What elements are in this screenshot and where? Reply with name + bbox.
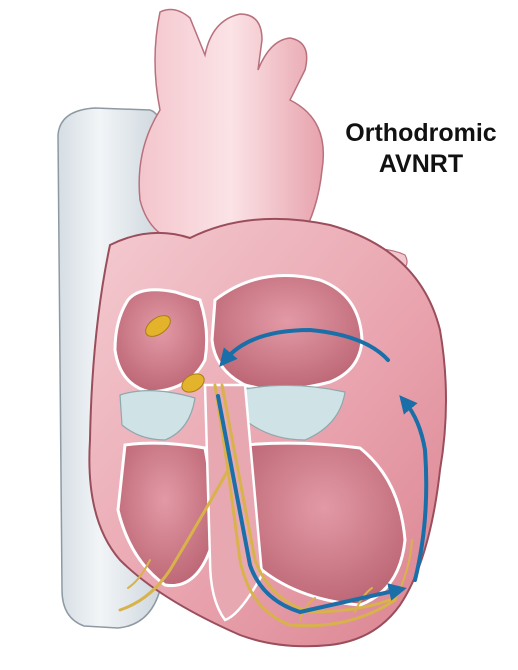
label-line-2: AVNRT xyxy=(336,149,506,180)
label-line-1: Orthodromic xyxy=(336,118,506,149)
diagram-label: Orthodromic AVNRT xyxy=(336,118,506,180)
